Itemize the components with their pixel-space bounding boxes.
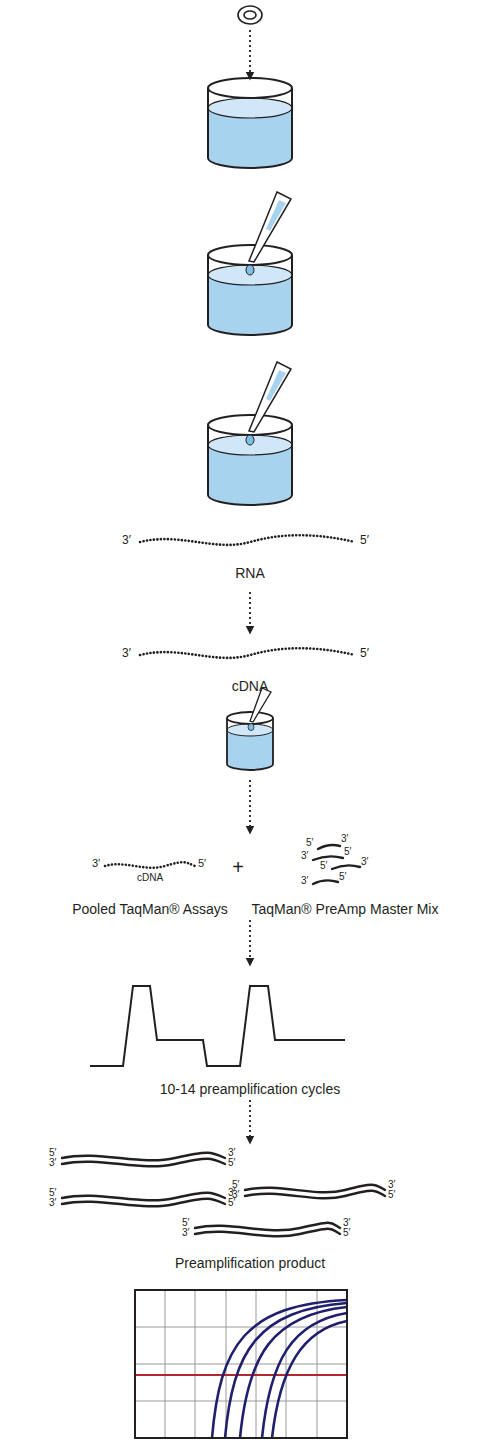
- molecule-label: cDNA: [137, 873, 163, 883]
- beaker-with-pipette: [208, 192, 292, 335]
- reagent-label: TaqMan® PreAmp Master Mix: [252, 902, 439, 916]
- molecule-label: RNA: [235, 566, 265, 580]
- beaker: [208, 78, 292, 168]
- strand-end-label: 5′: [49, 1188, 56, 1198]
- strand-end-label: 5′: [49, 1148, 56, 1158]
- amplification-plot: [135, 1290, 347, 1438]
- strand-end-label: 3′: [92, 858, 100, 869]
- strand-end-label: 3′: [341, 834, 348, 844]
- strand-end-label: 5′: [344, 847, 351, 857]
- thermal-cycle-trace: [90, 986, 345, 1066]
- strand-end-label: 5′: [228, 1158, 235, 1168]
- strand-end-label: 3′: [49, 1198, 56, 1208]
- strand-end-label: 3′: [301, 851, 308, 861]
- strand-end-label: 5′: [320, 861, 327, 871]
- nucleic-acid-strands: [105, 535, 355, 868]
- strand-end-label: 3′: [49, 1158, 56, 1168]
- strand-end-label: 3′: [343, 1218, 350, 1228]
- strand-end-label: 5′: [339, 872, 346, 882]
- strand-end-label: 3′: [228, 1148, 235, 1158]
- strand-end-label: 5′: [306, 838, 313, 848]
- strand-end-label: 5′: [228, 1198, 235, 1208]
- strand-end-label: 3′: [228, 1188, 235, 1198]
- strand-end-label: 5′: [360, 534, 369, 546]
- strand-end-label: 3′: [122, 534, 131, 546]
- sample-pellet: [238, 6, 262, 24]
- plus-sign: +: [232, 857, 244, 877]
- step-label: Preamplification product: [175, 1256, 325, 1270]
- strand-end-label: 3′: [301, 876, 308, 886]
- small-tube-with-pipette: [227, 688, 273, 770]
- primer-probes: [313, 845, 360, 884]
- molecule-label: cDNA: [232, 679, 269, 693]
- strand-end-label: 5′: [182, 1218, 189, 1228]
- strand-end-label: 5′: [388, 1190, 395, 1200]
- strand-end-label: 5′: [343, 1228, 350, 1238]
- step-label: 10-14 preamplification cycles: [160, 1082, 341, 1096]
- strand-end-label: 3′: [388, 1180, 395, 1190]
- beaker-with-pipette: [208, 362, 292, 505]
- flow-arrows: [249, 30, 251, 1140]
- strand-end-label: 3′: [122, 647, 131, 659]
- strand-end-label: 5′: [360, 647, 369, 659]
- strand-end-label: 5′: [198, 858, 206, 869]
- reagent-label: Pooled TaqMan® Assays: [72, 902, 228, 916]
- dna-duplexes: [62, 1153, 385, 1237]
- strand-end-label: 3′: [182, 1228, 189, 1238]
- strand-end-label: 3′: [361, 857, 368, 867]
